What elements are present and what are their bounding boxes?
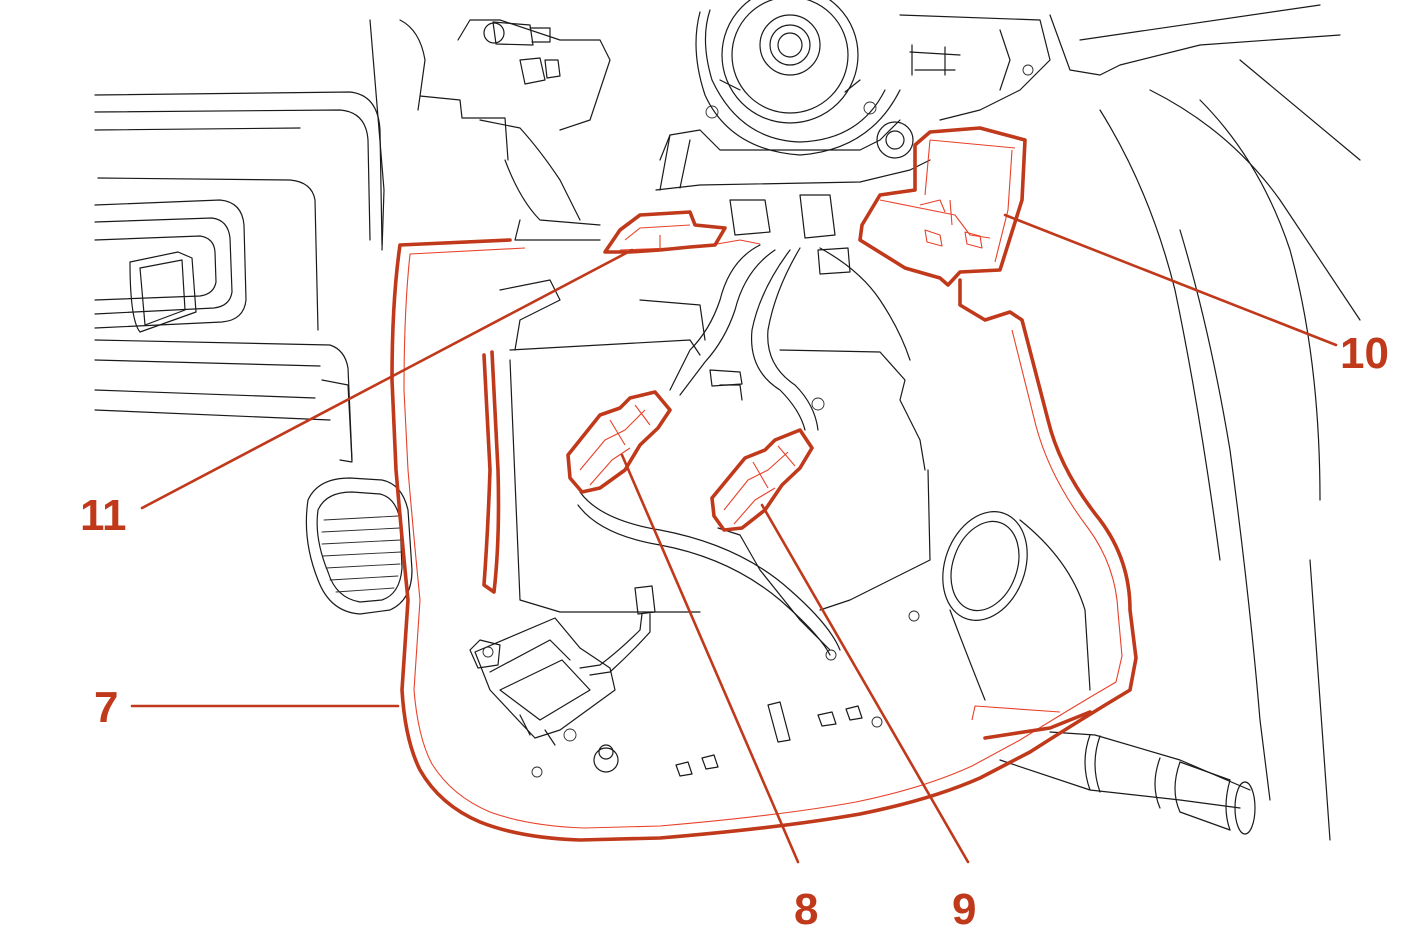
lower-trim-panel [390, 238, 1138, 842]
leader-lines [130, 213, 1338, 864]
part-9-connector [710, 428, 814, 532]
leader-9 [760, 503, 970, 864]
background-line-art [94, 0, 1361, 841]
trim-panel-inner-outline [403, 247, 1123, 829]
leader-8 [620, 453, 800, 864]
part-11-connector [603, 210, 727, 254]
callout-labels: 7 8 9 10 11 [80, 329, 1389, 934]
callout-10: 10 [1340, 329, 1389, 378]
callout-11: 11 [80, 491, 127, 540]
part-10-cover [858, 126, 1027, 287]
callout-8: 8 [794, 885, 818, 934]
trim-panel-outline [390, 238, 1138, 842]
callout-9: 9 [952, 885, 976, 934]
leader-11 [140, 248, 634, 510]
leader-10 [1003, 213, 1338, 347]
callout-7: 7 [94, 683, 118, 732]
part-8-connector [566, 390, 672, 494]
